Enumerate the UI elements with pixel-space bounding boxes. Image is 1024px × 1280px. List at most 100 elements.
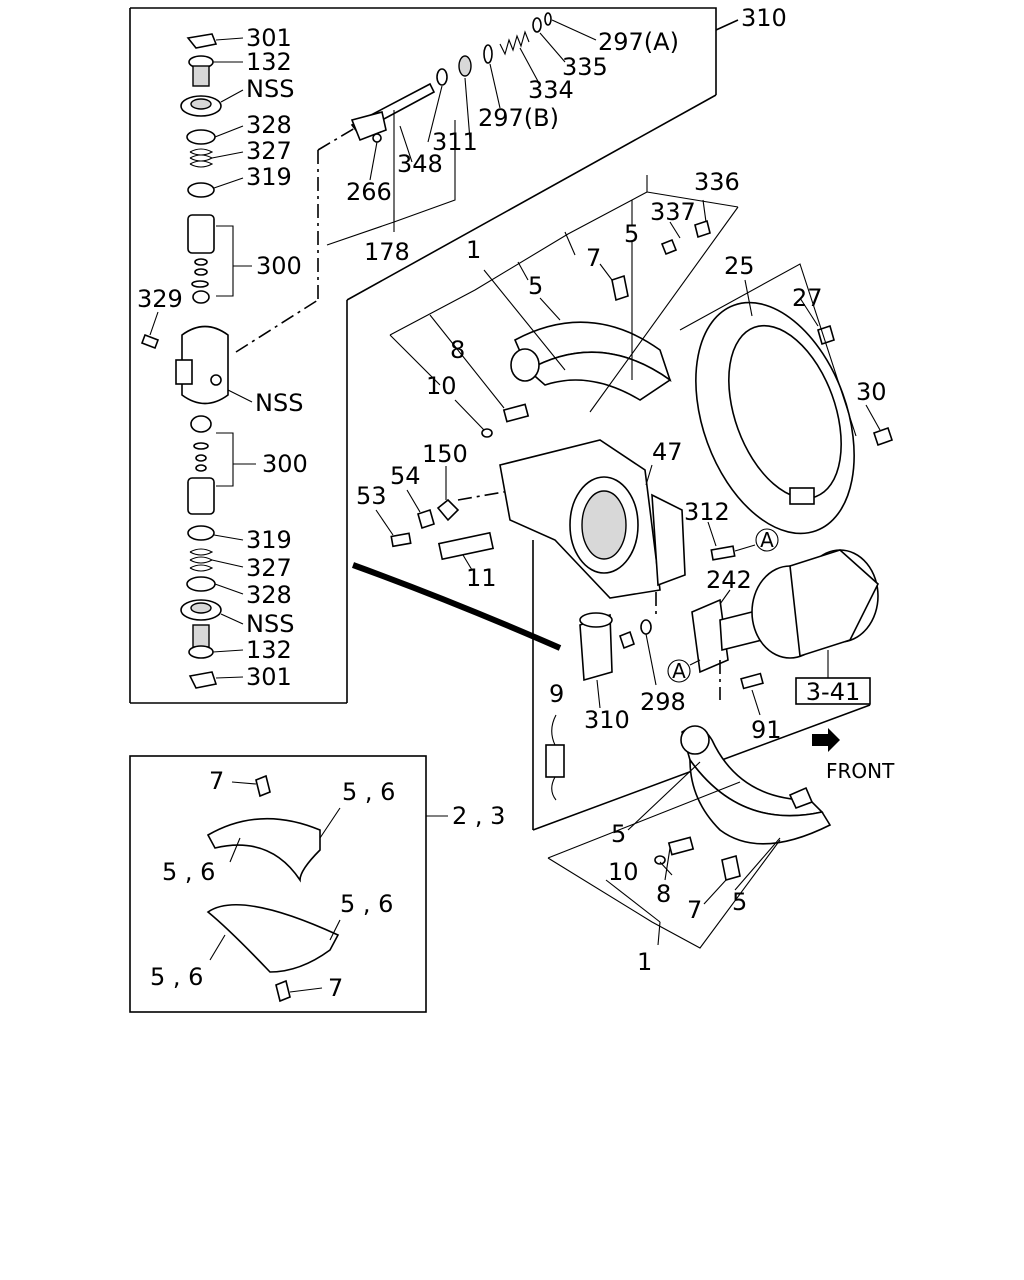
ref-box-frame (795, 677, 871, 705)
label-47: 47 (652, 438, 683, 466)
bearing-nss-bot-inner (190, 602, 212, 614)
label-300-bot: 300 (262, 450, 308, 478)
label-329: 329 (137, 285, 183, 313)
detail-callout-arrow (351, 562, 562, 651)
label-301-bot: 301 (246, 663, 292, 691)
label-300-top: 300 (256, 252, 302, 280)
inset-shoe-upper (206, 817, 321, 883)
detail-box-diagonal (346, 94, 717, 301)
label-7-b: 7 (687, 896, 702, 924)
label-1-a: 1 (466, 236, 481, 264)
inset-rivet-lower (275, 979, 291, 1003)
label-336: 336 (694, 168, 740, 196)
bolt-30 (872, 426, 894, 447)
cup-319-bot (187, 525, 215, 541)
pin-266 (372, 133, 382, 143)
label-298: 298 (640, 688, 686, 716)
bolt-91 (740, 672, 764, 690)
cup-319-top (187, 182, 215, 198)
anchor-spider-47 (375, 439, 756, 599)
leader-298 (645, 633, 657, 686)
label-9: 9 (549, 680, 564, 708)
label-inset-56-b: 5 , 6 (162, 858, 215, 886)
label-348: 348 (397, 150, 443, 178)
lower-shoe-roller (788, 786, 814, 810)
label-27: 27 (792, 284, 823, 312)
clip-301-top (186, 33, 218, 49)
clip-10-lower (654, 855, 666, 865)
top-leaders (369, 19, 597, 181)
bleeder-329 (140, 333, 160, 350)
bracket-300-top (216, 225, 234, 297)
label-335: 335 (562, 53, 608, 81)
label-311: 311 (432, 128, 478, 156)
label-30: 30 (856, 378, 887, 406)
label-334: 334 (528, 76, 574, 104)
inset-rivet-upper (255, 774, 271, 798)
leader-310 (715, 19, 739, 31)
upper-shoe-anchor-end (510, 348, 540, 382)
piston-300-bot-ring4 (195, 464, 207, 472)
label-297a: 297(A) (598, 28, 679, 56)
spider-bore-inner (581, 490, 627, 560)
label-circle-a2: A (672, 659, 686, 683)
label-297b: 297(B) (478, 104, 559, 132)
label-150: 150 (422, 440, 468, 468)
label-5-c: 5 (611, 820, 626, 848)
cylinder-310-top (579, 612, 613, 628)
pin-8-upper (502, 403, 530, 423)
piston-300-top-ring2 (194, 268, 208, 276)
label-266: 266 (346, 178, 392, 206)
lower-shoe-anchor-end (680, 725, 710, 755)
label-5-a: 5 (624, 220, 639, 248)
label-inset-56-c: 5 , 6 (340, 890, 393, 918)
axis-line-a (235, 299, 319, 353)
label-312: 312 (684, 498, 730, 526)
bolt-312 (710, 545, 736, 561)
label-132-top: 132 (246, 48, 292, 76)
piston-300-top-ring3 (191, 280, 209, 288)
backing-plate-leaders (679, 263, 881, 437)
leader-91 (751, 689, 761, 716)
wheel-cylinder-310 (351, 562, 657, 801)
front-arrow-icon (812, 728, 840, 752)
backing-plate-window (789, 487, 815, 505)
left-leaders (149, 37, 256, 679)
label-8-a: 8 (450, 336, 465, 364)
label-310-bot: 310 (584, 706, 630, 734)
label-nss-bot: NSS (246, 610, 294, 638)
leader-242 (719, 589, 731, 605)
piston-300-bot-ring3 (195, 454, 207, 462)
frame-lines (129, 7, 871, 1013)
return-spring-9-hooks (551, 714, 557, 801)
label-circle-a1: A (760, 528, 774, 552)
clip-301-bot (188, 671, 218, 689)
upper-shoe-leaders (389, 175, 739, 431)
backing-plate-inner (728, 324, 842, 500)
cylinder-310-bleeder (619, 630, 635, 650)
wheel-cylinder-parts (140, 33, 256, 689)
rivet-7-upper (611, 274, 629, 302)
label-inset-7-bot: 7 (328, 974, 343, 1002)
inset-shoe-lower (206, 903, 340, 973)
label-54: 54 (390, 462, 421, 490)
label-91: 91 (751, 716, 782, 744)
label-319-bot: 319 (246, 526, 292, 554)
lock-54 (417, 508, 435, 530)
label-5-d: 5 (732, 888, 747, 916)
label-337: 337 (650, 198, 696, 226)
screw-head-132-bot (188, 645, 214, 659)
label-1-b: 1 (637, 948, 652, 976)
inset-shoes (206, 774, 448, 1003)
piston-300-top-ring1 (194, 258, 208, 266)
label-53: 53 (356, 482, 387, 510)
label-inset-23: 2 , 3 (452, 802, 505, 830)
spider-leaders (375, 464, 756, 571)
inset-leaders (209, 781, 448, 993)
label-178: 178 (364, 238, 410, 266)
label-7-a: 7 (586, 244, 601, 272)
label-242: 242 (706, 566, 752, 594)
label-nss-mid: NSS (255, 389, 303, 417)
spring-334 (499, 30, 530, 56)
